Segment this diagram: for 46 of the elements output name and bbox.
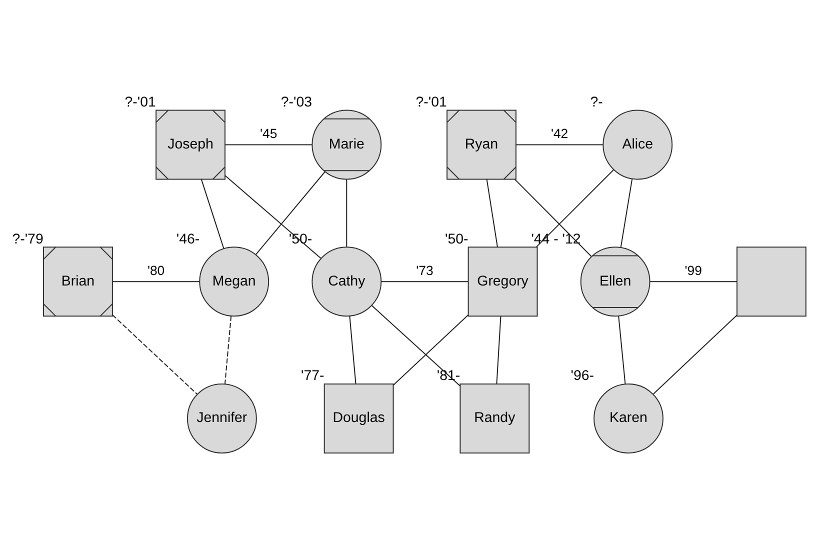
connector xyxy=(112,314,198,394)
node-circle: Cathy xyxy=(312,246,382,316)
node-circle: Ellen xyxy=(580,246,650,316)
node-box: Douglas xyxy=(324,383,394,453)
edge-label: '73 xyxy=(416,262,434,278)
node-box: Gregory xyxy=(468,246,538,316)
node-label: ?-'01 xyxy=(416,94,447,110)
connector xyxy=(225,144,312,145)
connector xyxy=(650,280,737,282)
node-circle: Marie xyxy=(312,109,382,180)
connector xyxy=(255,170,326,254)
node-label: ?-'03 xyxy=(280,94,312,110)
connector xyxy=(349,315,356,384)
connector xyxy=(346,178,348,246)
node-box: Randy xyxy=(460,383,530,453)
connector xyxy=(224,174,322,258)
edge-label: '80 xyxy=(147,262,165,278)
node-circle: Karen xyxy=(594,383,664,453)
connector xyxy=(514,178,592,256)
connector xyxy=(371,304,460,386)
connector xyxy=(653,314,738,394)
connector xyxy=(112,280,200,282)
node-box xyxy=(736,246,806,316)
edge-label: '45 xyxy=(260,126,278,141)
connector xyxy=(224,315,232,384)
node-label: '46- xyxy=(176,230,200,247)
node-label: '96- xyxy=(570,368,594,384)
connector xyxy=(393,314,469,385)
node-label: '77- xyxy=(301,368,324,384)
node-circle: Megan xyxy=(199,246,270,316)
connector xyxy=(486,178,498,246)
node-label: ?- xyxy=(590,94,603,110)
connector xyxy=(200,178,224,248)
connector xyxy=(516,144,604,145)
node-circle: Alice xyxy=(602,109,673,180)
connector xyxy=(618,315,626,384)
node-label: '50- xyxy=(445,230,468,247)
edge-label: '99 xyxy=(684,262,702,278)
connector xyxy=(620,178,633,247)
connector xyxy=(536,169,614,247)
node-label: ?-'79 xyxy=(12,230,44,247)
connector xyxy=(496,316,502,384)
connector xyxy=(381,280,468,282)
node-label: ?-'01 xyxy=(124,94,156,110)
edge-label: '42 xyxy=(550,126,568,141)
node-circle: Jennifer xyxy=(186,383,257,453)
